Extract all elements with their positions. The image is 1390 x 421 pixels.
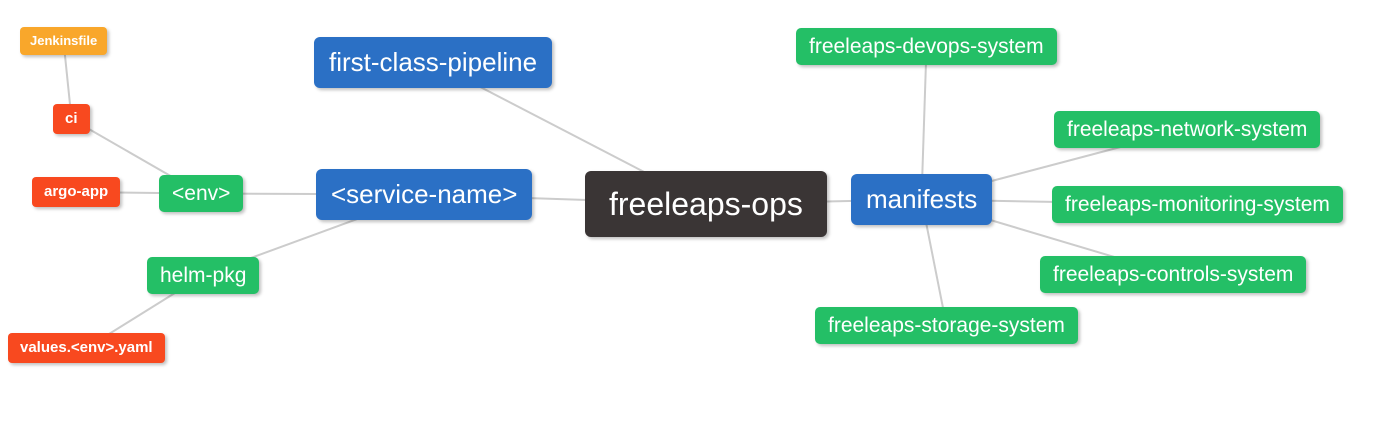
node-controls-system[interactable]: freeleaps-controls-system <box>1040 256 1307 294</box>
node-storage-system[interactable]: freeleaps-storage-system <box>815 307 1078 345</box>
node-freeleaps-ops[interactable]: freeleaps-ops <box>585 171 827 238</box>
node-helm-pkg[interactable]: helm-pkg <box>147 257 260 295</box>
node-jenkinsfile[interactable]: Jenkinsfile <box>20 27 108 55</box>
node-service-name[interactable]: <service-name> <box>316 169 533 221</box>
node-devops-system[interactable]: freeleaps-devops-system <box>796 28 1057 66</box>
node-env[interactable]: <env> <box>159 175 244 213</box>
node-ci[interactable]: ci <box>53 104 90 134</box>
node-first-class-pipeline[interactable]: first-class-pipeline <box>314 37 553 89</box>
node-manifests[interactable]: manifests <box>851 174 993 226</box>
node-values-env-yaml[interactable]: values.<env>.yaml <box>8 333 165 363</box>
node-network-system[interactable]: freeleaps-network-system <box>1054 111 1321 149</box>
node-monitoring-system[interactable]: freeleaps-monitoring-system <box>1052 186 1343 224</box>
node-argo-app[interactable]: argo-app <box>32 177 121 207</box>
